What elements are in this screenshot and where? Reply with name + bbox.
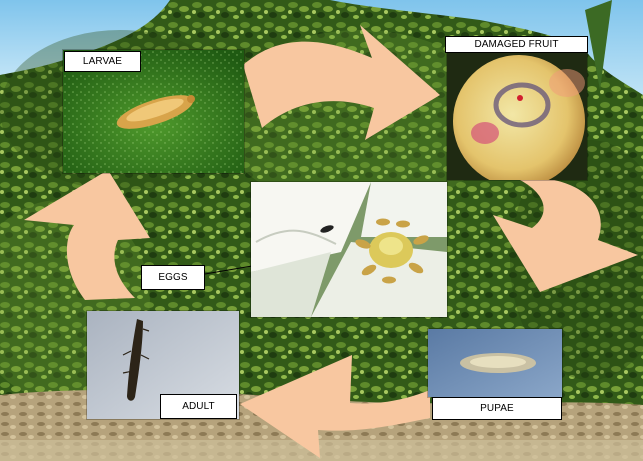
- damaged-fruit-photo: [447, 53, 587, 180]
- label-pupae: PUPAE: [432, 397, 562, 420]
- label-damaged-fruit: DAMAGED FRUIT: [445, 36, 588, 53]
- arrow-fruit-to-pupae: [493, 178, 638, 292]
- arrow-adult-to-larvae: [24, 170, 150, 300]
- arrow-pupae-to-adult: [240, 355, 430, 458]
- label-adult: ADULT: [160, 394, 237, 419]
- label-larvae: LARVAE: [64, 51, 141, 72]
- eggs-flower-photo: [251, 182, 447, 317]
- arrow-larvae-to-fruit: [243, 25, 440, 140]
- label-eggs: EGGS: [141, 265, 205, 290]
- pupae-photo: [428, 329, 562, 397]
